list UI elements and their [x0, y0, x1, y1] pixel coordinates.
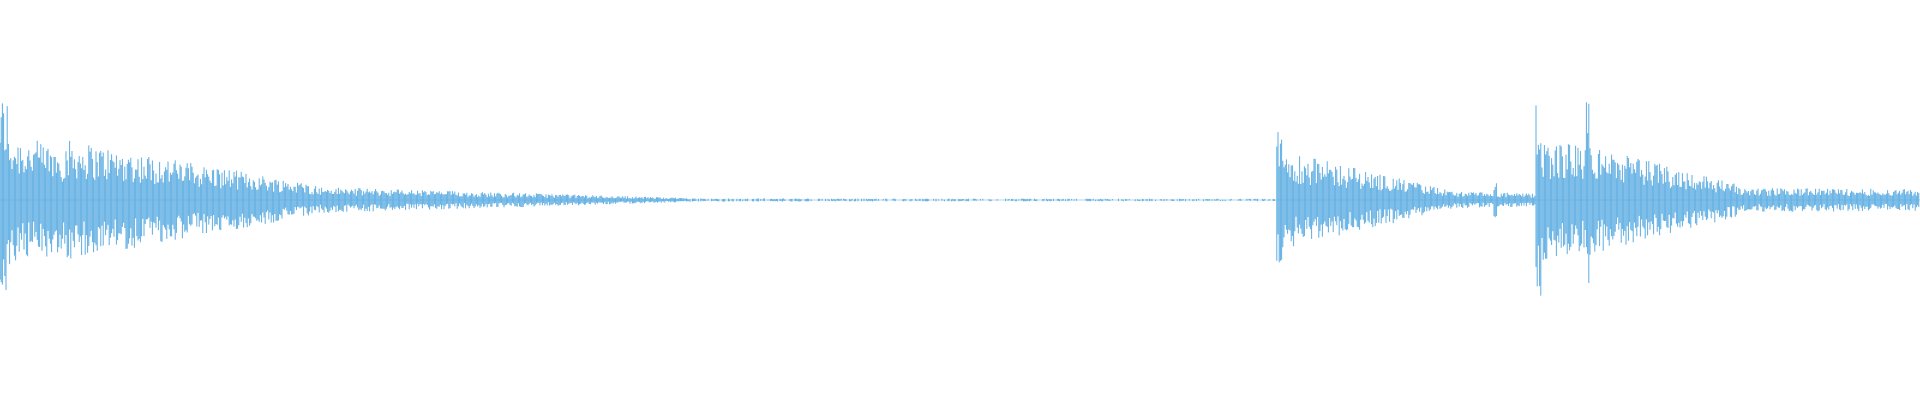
waveform-samples [0, 102, 1920, 296]
waveform-path [0, 102, 1920, 296]
